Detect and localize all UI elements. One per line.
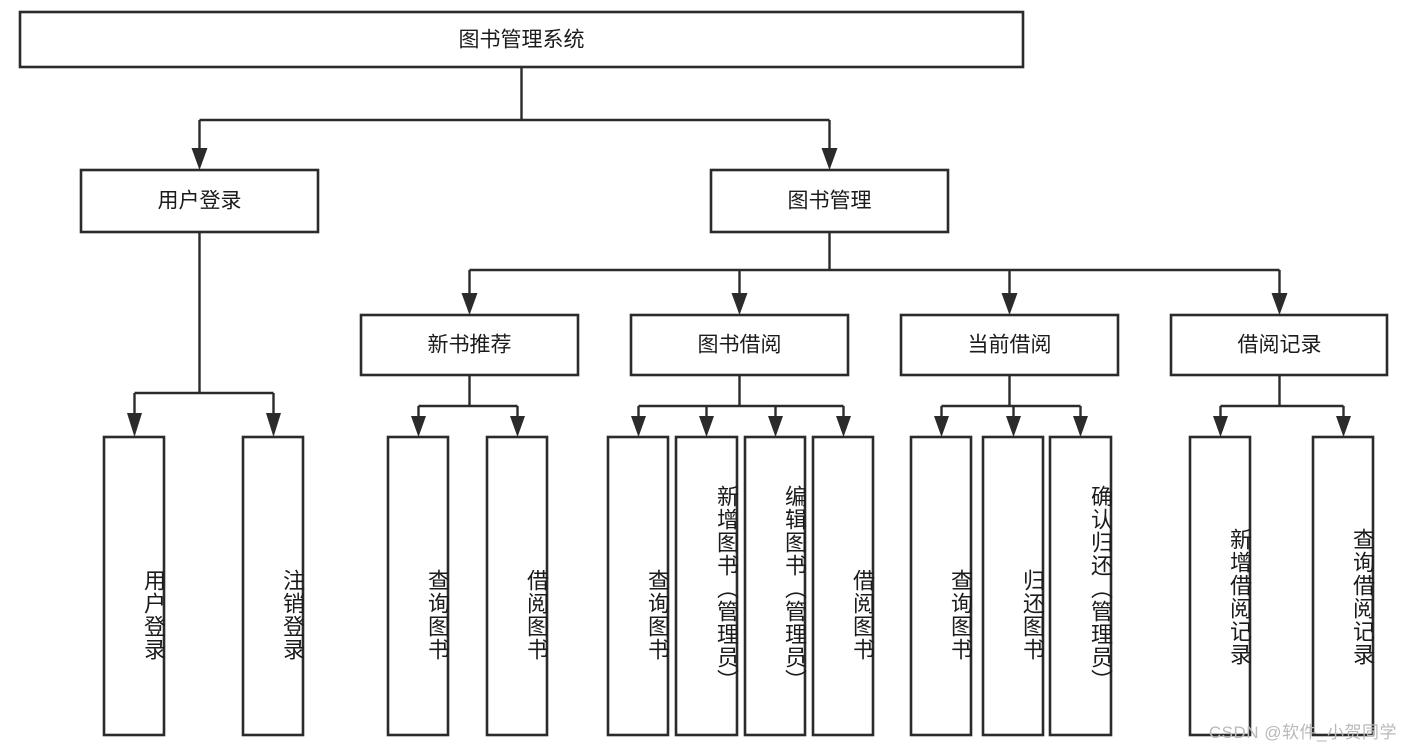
node-borrow-records-box[interactable]	[1169, 313, 1389, 377]
node-borrow-records[interactable]: 借阅记录	[1169, 313, 1389, 377]
arrow-head-icon	[1271, 293, 1288, 315]
leaf-box-return-books[interactable]	[981, 435, 1045, 737]
leaf-box-confirm-return-admin[interactable]	[1048, 435, 1113, 737]
leaf-layer	[102, 435, 1375, 737]
leaf-box-borrow-books[interactable]	[811, 435, 875, 737]
node-user-login[interactable]: 用户登录	[79, 168, 320, 234]
node-current-borrow-label: 当前借阅	[968, 334, 1052, 357]
node-new-book-recommend[interactable]: 新书推荐	[359, 313, 580, 377]
node-book-management-box[interactable]	[709, 168, 950, 234]
node-root[interactable]: 图书管理系统	[18, 10, 1025, 69]
arrow-head-icon	[699, 416, 714, 437]
leaf-box-borrow-books-recommend[interactable]	[485, 435, 549, 737]
arrow-head-icon	[1006, 416, 1021, 437]
leaf-box-user-login[interactable]	[102, 435, 166, 737]
leaf-box-edit-book-admin[interactable]	[743, 435, 807, 737]
arrow-head-icon	[127, 413, 142, 437]
arrow-head-icon	[934, 416, 949, 437]
node-book-borrow[interactable]: 图书借阅	[629, 313, 850, 377]
node-book-management[interactable]: 图书管理	[709, 168, 950, 234]
arrow-head-icon	[1001, 293, 1018, 315]
arrow-head-icon	[1073, 416, 1088, 437]
arrow-head-icon	[411, 416, 426, 437]
leaf-box-add-borrow-record[interactable]	[1188, 435, 1252, 737]
node-current-borrow[interactable]: 当前借阅	[899, 313, 1120, 377]
arrow-head-icon	[768, 416, 783, 437]
leaf-box-logout[interactable]	[241, 435, 305, 737]
arrow-head-icon	[510, 416, 525, 437]
node-book-borrow-box[interactable]	[629, 313, 850, 377]
arrow-head-icon	[1336, 416, 1351, 437]
leaf-box-query-books-current[interactable]	[909, 435, 973, 737]
leaf-box-query-borrow-record[interactable]	[1311, 435, 1375, 737]
node-root-box[interactable]	[18, 10, 1025, 69]
connector-layer	[127, 67, 1351, 437]
node-root-label: 图书管理系统	[459, 29, 585, 52]
arrow-head-icon	[461, 293, 478, 315]
node-book-borrow-label: 图书借阅	[698, 334, 782, 357]
node-user-login-label: 用户登录	[158, 190, 242, 213]
leaf-box-query-books-recommend[interactable]	[386, 435, 450, 737]
arrow-head-icon	[821, 148, 838, 170]
arrow-head-icon	[836, 416, 851, 437]
leaf-box-query-books-borrow[interactable]	[606, 435, 670, 737]
node-book-management-label: 图书管理	[788, 190, 872, 213]
node-new-book-recommend-label: 新书推荐	[428, 334, 512, 357]
csdn-watermark: CSDN @软件_小贺同学	[1208, 723, 1397, 742]
arrow-head-icon	[191, 148, 208, 170]
node-new-book-recommend-box[interactable]	[359, 313, 580, 377]
arrow-head-icon	[1213, 416, 1228, 437]
arrow-head-icon	[266, 413, 281, 437]
node-borrow-records-label: 借阅记录	[1238, 334, 1322, 357]
node-user-login-box[interactable]	[79, 168, 320, 234]
arrow-head-icon	[631, 416, 646, 437]
leaf-box-add-book-admin[interactable]	[674, 435, 739, 737]
arrow-head-icon	[731, 293, 748, 315]
node-current-borrow-box[interactable]	[899, 313, 1120, 377]
